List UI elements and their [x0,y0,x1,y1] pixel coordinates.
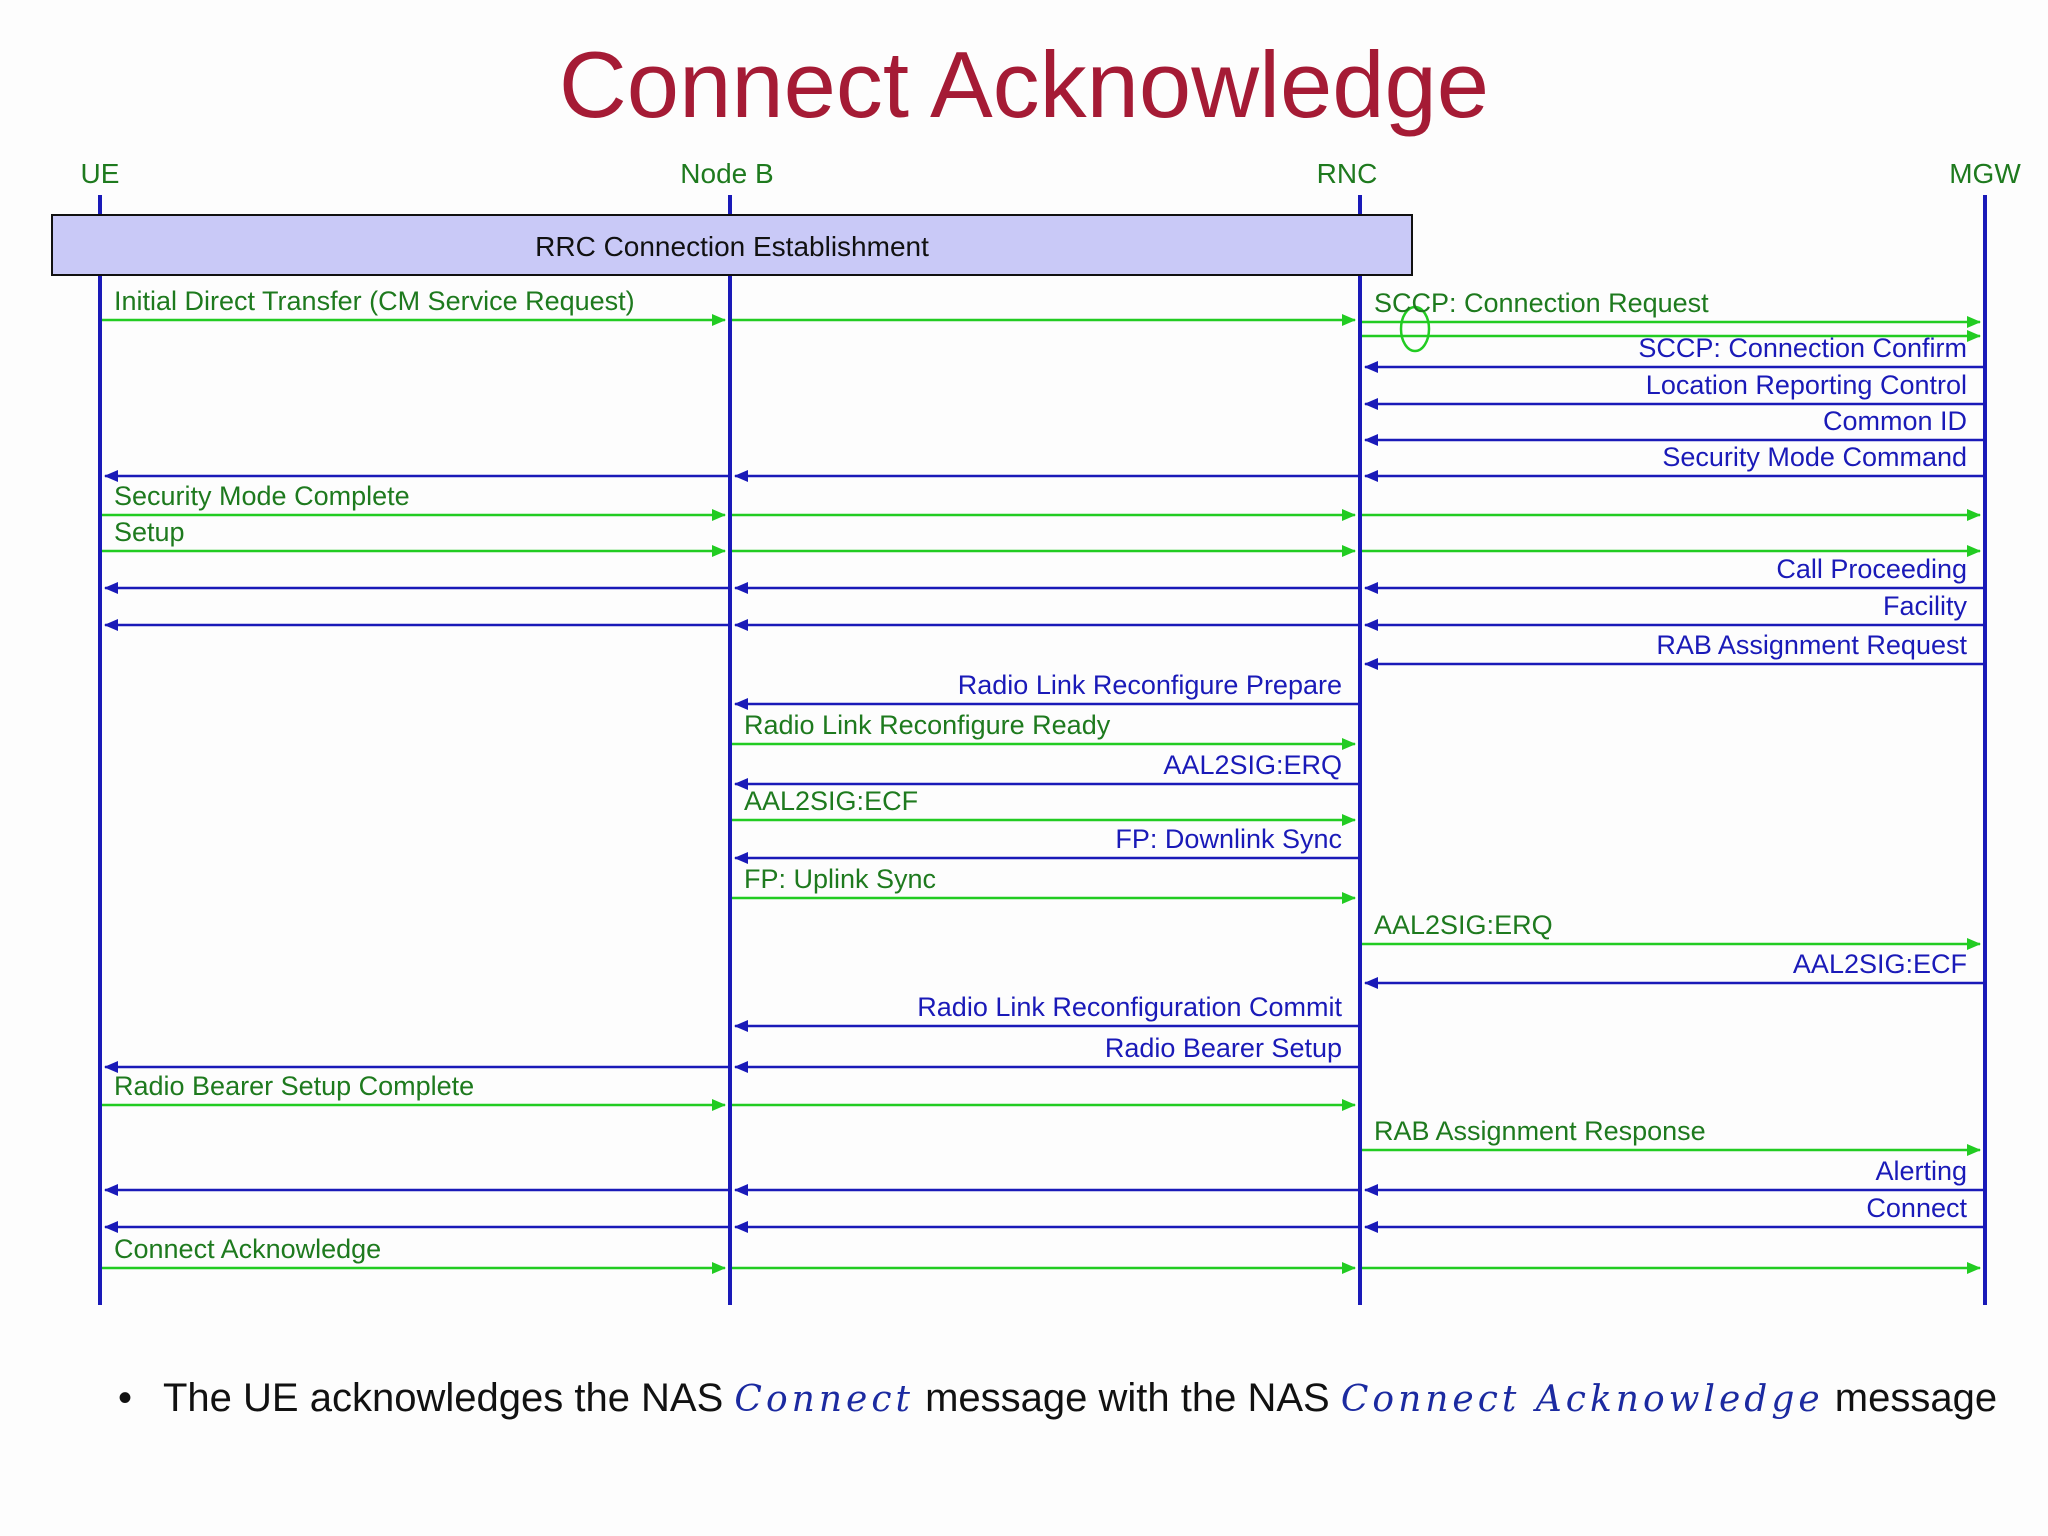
message-11: RAB Assignment Request [1364,630,1983,670]
message-label: Alerting [1875,1156,1967,1186]
message-label: AAL2SIG:ERQ [1163,750,1342,780]
message-4: Location Reporting Control [1364,370,1983,410]
message-21: Radio Bearer Setup [104,1033,1358,1073]
message-20: Radio Link Reconfiguration Commit [734,992,1358,1032]
message-label: Location Reporting Control [1646,370,1967,400]
message-label: Initial Direct Transfer (CM Service Requ… [114,286,635,316]
message-label: Radio Bearer Setup Complete [114,1071,474,1101]
bullet-symbol: • [118,1376,133,1420]
bullet-text-2: message with the NAS [925,1376,1330,1420]
phase-box [51,214,1413,276]
message-24: Alerting [104,1156,1983,1196]
lifelines [98,195,1987,1305]
message-label: AAL2SIG:ECF [1793,949,1967,979]
message-label: RAB Assignment Request [1656,630,1967,660]
message-label: Radio Link Reconfigure Prepare [958,670,1342,700]
phase-box-group: RRC Connection Establishment [51,214,1413,276]
message-label: Call Proceeding [1776,554,1967,584]
message-1: Initial Direct Transfer (CM Service Requ… [102,286,1356,326]
message-label: SCCP: Connection Confirm [1638,333,1967,363]
message-9: Call Proceeding [104,554,1983,594]
bullet-script-connect: Connect [734,1379,914,1420]
message-label: FP: Uplink Sync [744,864,936,894]
entity-label-rnc: RNC [1317,158,1378,189]
message-label: Connect Acknowledge [114,1234,381,1264]
message-label: Security Mode Complete [114,481,410,511]
message-18: AAL2SIG:ERQ [1362,910,1981,950]
messages: Initial Direct Transfer (CM Service Requ… [102,286,1983,1274]
phase-box-label: RRC Connection Establishment [535,231,929,262]
message-label: Radio Bearer Setup [1105,1033,1342,1063]
message-6: Security Mode Command [104,442,1983,482]
entity-label-ue: UE [81,158,120,189]
message-3: SCCP: Connection Confirm [1364,333,1983,373]
connection-oval-marker [1399,305,1431,353]
message-label: Radio Link Reconfigure Ready [744,710,1111,740]
entity-label-nodeb: Node B [680,158,773,189]
message-12: Radio Link Reconfigure Prepare [734,670,1358,710]
entity-label-mgw: MGW [1949,158,2021,189]
message-label: Connect [1866,1193,1967,1223]
message-7: Security Mode Complete [102,481,1981,521]
message-8: Setup [102,517,1981,557]
message-label: Radio Link Reconfiguration Commit [917,992,1342,1022]
message-10: Facility [104,591,1983,631]
page-title: Connect Acknowledge [558,32,1490,137]
message-2: SCCP: Connection Request [1362,288,1981,353]
message-22: Radio Bearer Setup Complete [102,1071,1356,1111]
message-25: Connect [104,1193,1983,1233]
message-23: RAB Assignment Response [1362,1116,1981,1156]
message-13: Radio Link Reconfigure Ready [732,710,1356,750]
message-label: RAB Assignment Response [1374,1116,1706,1146]
message-label: AAL2SIG:ERQ [1374,910,1553,940]
bullet-text-1: The UE acknowledges the NAS [163,1376,724,1420]
sequence-diagram: UE Node B RNC MGW RRC Connection Establishm… [51,158,2022,1305]
message-26: Connect Acknowledge [102,1234,1981,1274]
bullet-point: • The UE acknowledges the NAS Connect mes… [118,1370,1997,1428]
message-15: AAL2SIG:ECF [732,786,1356,826]
message-label: Common ID [1823,406,1967,436]
message-label: Setup [114,517,185,547]
bullet-script-connect-acknowledge: Connect Acknowledge [1340,1379,1824,1420]
message-5: Common ID [1364,406,1983,446]
message-label: AAL2SIG:ECF [744,786,918,816]
bullet-text-3: message [1834,1376,1998,1420]
message-17: FP: Uplink Sync [732,864,1356,904]
entity-labels: UE Node B RNC MGW [81,158,2022,189]
message-14: AAL2SIG:ERQ [734,750,1358,790]
message-label: SCCP: Connection Request [1374,288,1709,318]
message-label: FP: Downlink Sync [1115,824,1342,854]
message-19: AAL2SIG:ECF [1364,949,1983,989]
message-label: Facility [1883,591,1968,621]
message-label: Security Mode Command [1662,442,1967,472]
message-16: FP: Downlink Sync [734,824,1358,864]
